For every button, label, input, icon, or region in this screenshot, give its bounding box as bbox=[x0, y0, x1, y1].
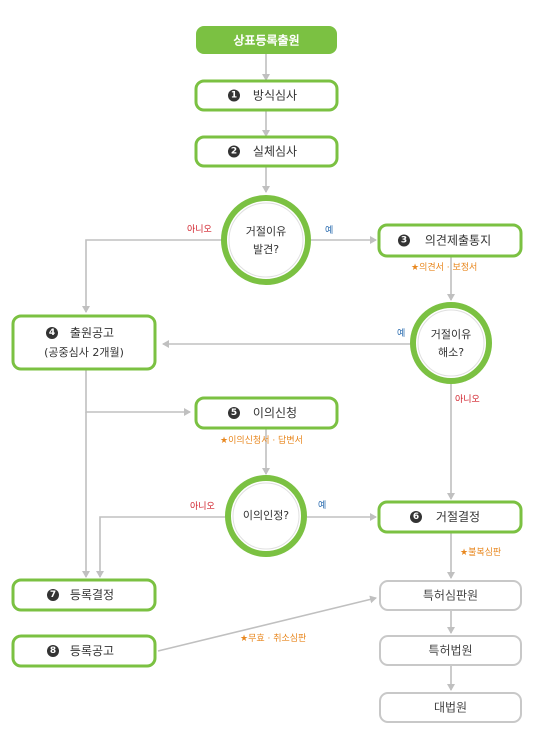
arrow-s8-to-a1 bbox=[157, 595, 377, 652]
decision-3-no-label: 아니오 bbox=[190, 501, 215, 512]
decision-2-line1: 거절이유 bbox=[431, 328, 471, 341]
appeal-supreme-court: 대법원 bbox=[379, 692, 522, 723]
appeal-patent-court: 특허법원 bbox=[379, 635, 522, 666]
step-number: 2 bbox=[231, 147, 237, 157]
decision-3: 이의인정? bbox=[225, 475, 307, 557]
appeal-ip-tribunal: 특허심판원 bbox=[379, 580, 522, 611]
step-8-label: 등록공고 bbox=[70, 644, 114, 658]
step-1-label: 방식심사 bbox=[253, 89, 297, 103]
step-4-label: 출원공고 bbox=[70, 326, 114, 340]
decision-1-no-label: 아니오 bbox=[187, 224, 212, 235]
note-invalidation: ★무효 · 취소심판 bbox=[240, 633, 306, 644]
step-number-badge bbox=[228, 407, 240, 419]
step-number: 7 bbox=[50, 590, 56, 600]
step-number: 1 bbox=[231, 91, 237, 101]
step-4-sublabel: (공중심사 2개월) bbox=[44, 346, 124, 359]
step-8: 8 등록공고 bbox=[11, 634, 157, 668]
decision-3-label: 이의인정? bbox=[243, 509, 289, 522]
decision-1-line2: 발견? bbox=[253, 243, 279, 256]
step-number-badge bbox=[47, 645, 59, 657]
arrow-d3-no-to-s7 bbox=[96, 516, 226, 578]
decision-2-yes-label: 예 bbox=[397, 328, 405, 339]
step-number: 8 bbox=[50, 646, 56, 656]
step-2: 2 실체심사 bbox=[194, 135, 339, 168]
step-6: 6 거절결정 bbox=[377, 500, 523, 534]
connectors bbox=[82, 54, 455, 691]
decision-3-yes-label: 예 bbox=[318, 500, 326, 511]
step-number-badge bbox=[228, 145, 240, 158]
step-number-badge bbox=[228, 89, 240, 102]
start-node: 상표등록출원 bbox=[196, 26, 337, 54]
patent-court-label: 특허법원 bbox=[428, 644, 472, 658]
decision-1-yes-label: 예 bbox=[325, 225, 333, 236]
step-number-badge bbox=[46, 327, 58, 339]
step-7-label: 등록결정 bbox=[70, 588, 114, 602]
step-number: 4 bbox=[49, 328, 55, 338]
step-number-badge bbox=[410, 511, 422, 523]
step-3-label: 의견제출통지 bbox=[425, 234, 491, 248]
step-6-label: 거절결정 bbox=[436, 510, 480, 524]
note-objection-response: ★이의신청서 · 답변서 bbox=[220, 434, 303, 446]
arrow-s4-to-s5 bbox=[85, 370, 191, 416]
supreme-court-label: 대법원 bbox=[434, 701, 467, 715]
step-number: 6 bbox=[413, 512, 419, 522]
decision-2-line2: 해소? bbox=[438, 345, 464, 359]
step-5: 5 이의신청 bbox=[194, 396, 339, 430]
step-number-badge bbox=[398, 234, 410, 247]
step-number: 3 bbox=[401, 236, 407, 246]
decision-1: 거절이유 발견? bbox=[221, 195, 311, 285]
arrow-d1-no-to-s4 bbox=[82, 239, 222, 313]
step-1: 1 방식심사 bbox=[194, 79, 339, 112]
step-number-badge bbox=[47, 589, 59, 601]
note-appeal: ★불복심판 bbox=[460, 547, 501, 558]
step-4: 4 출원공고 (공중심사 2개월) bbox=[11, 314, 157, 371]
step-2-label: 실체심사 bbox=[253, 145, 297, 159]
note-opinion-amendment: ★의견서 · 보정서 bbox=[411, 261, 477, 273]
decision-2-no-label: 아니오 bbox=[455, 394, 480, 405]
decision-2: 거절이유 해소? bbox=[410, 302, 492, 384]
step-3: 3 의견제출통지 bbox=[377, 223, 523, 258]
ip-tribunal-label: 특허심판원 bbox=[423, 589, 478, 603]
step-5-label: 이의신청 bbox=[253, 406, 297, 420]
step-number: 5 bbox=[231, 408, 237, 418]
decision-1-line1: 거절이유 bbox=[246, 225, 286, 238]
step-7: 7 등록결정 bbox=[11, 578, 157, 612]
start-label: 상표등록출원 bbox=[233, 33, 299, 48]
